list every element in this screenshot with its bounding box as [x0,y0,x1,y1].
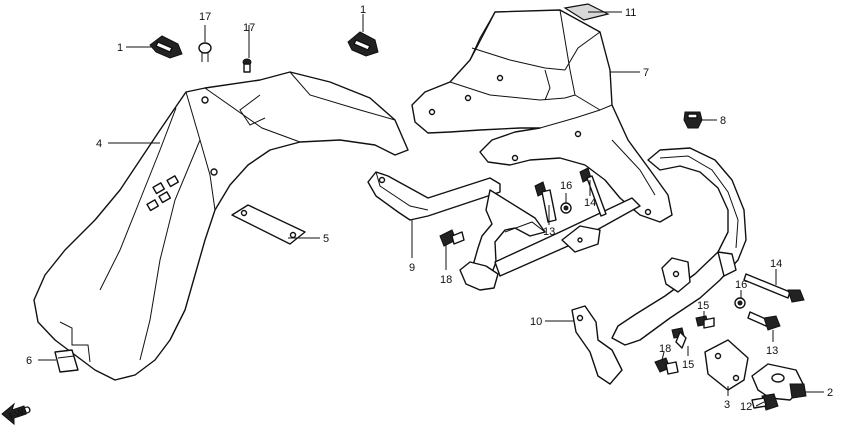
callout-10: 10 [530,316,542,328]
callout-9: 9 [409,262,415,274]
plate-3 [704,339,749,391]
bolt-13-upper [534,181,557,223]
bolt-18-lower [654,357,679,375]
bolt-14-upper [579,167,607,217]
bolt-13-lower [747,311,781,331]
bolt-15-lower [671,327,687,349]
callout-13-upper: 13 [543,226,555,238]
grommet-8 [683,111,703,129]
rear-cowl [411,9,673,223]
callout-14-upper: 14 [584,197,596,209]
callout-17-right: 17 [243,22,255,34]
callout-4: 4 [96,138,102,150]
callout-1-right: 1 [360,4,366,16]
rear-fender [33,71,409,381]
callout-1-left: 1 [117,42,123,54]
callout-17-left: 17 [199,11,211,23]
callout-labels: 1 17 17 1 4 5 6 11 7 8 9 18 16 14 13 10 … [8,4,833,423]
callout-15-upper: 15 [697,300,709,312]
callout-16-lower: 16 [735,279,747,291]
callout-15-lower: 15 [682,359,694,371]
part-11-tag [563,3,610,21]
callout-3: 3 [724,399,730,411]
callout-2: 2 [827,387,833,399]
bolt-14-lower [743,273,805,303]
bracket-2 [751,363,807,401]
seat-bracket-9 [367,171,641,291]
callout-12: 12 [740,401,752,413]
grab-rail-10 [571,147,747,385]
clip-1-left [149,35,183,59]
callout-16-upper: 16 [560,180,572,192]
callout-7: 7 [643,67,649,79]
part-6-block [54,349,79,373]
callout-14-lower: 14 [770,258,782,270]
fastener-17-right [242,58,252,73]
callout-5: 5 [323,233,329,245]
bolt-12 [751,393,779,411]
fastener-17-left [198,42,212,62]
bolt-15-upper [695,315,715,329]
callout-8: 8 [720,115,726,127]
bolt-18-middle [439,229,465,247]
callout-18-middle: 18 [440,274,452,286]
part-5-plate [231,204,306,245]
callout-6: 6 [26,355,32,367]
callout-18-lower: 18 [659,343,671,355]
forward-arrow-icon [1,402,27,426]
washer-16-lower [734,297,746,309]
washer-16-upper [560,202,572,214]
callout-11: 11 [625,7,636,19]
leader-lines [38,11,824,407]
callout-13-lower: 13 [766,345,778,357]
forward-direction-indicator [1,402,27,426]
clip-1-right [347,31,379,57]
